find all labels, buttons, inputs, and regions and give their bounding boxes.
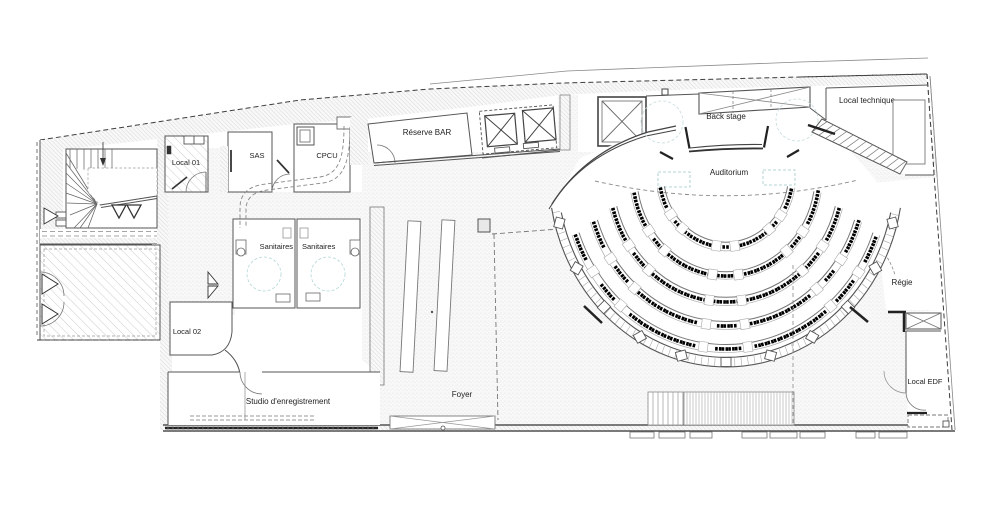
svg-text:Sanitaires: Sanitaires: [260, 242, 294, 251]
svg-text:Auditorium: Auditorium: [710, 168, 749, 177]
svg-text:SAS: SAS: [249, 151, 264, 160]
svg-text:Régie: Régie: [892, 278, 913, 287]
svg-text:Foyer: Foyer: [452, 390, 473, 399]
svg-text:Sanitaires: Sanitaires: [302, 242, 336, 251]
svg-text:Local 02: Local 02: [173, 327, 201, 336]
svg-text:CPCU: CPCU: [316, 151, 337, 160]
svg-text:Réserve BAR: Réserve BAR: [403, 128, 452, 137]
svg-text:Local EDF: Local EDF: [907, 377, 942, 386]
svg-text:Local technique: Local technique: [839, 96, 896, 105]
svg-text:Studio d'enregistrement: Studio d'enregistrement: [246, 397, 331, 406]
svg-text:Local 01: Local 01: [172, 158, 200, 167]
svg-text:Back stage: Back stage: [706, 112, 746, 121]
